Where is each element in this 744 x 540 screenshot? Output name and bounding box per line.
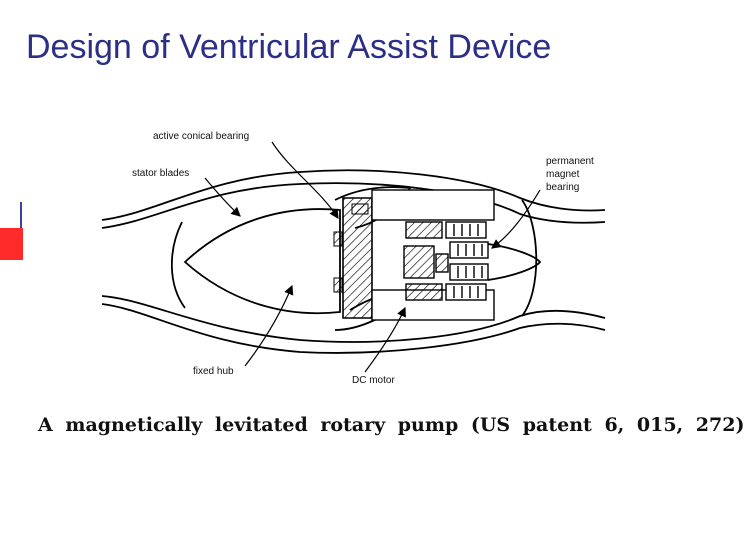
fixed-hub (183, 208, 341, 315)
rotor-tail-cone (487, 243, 542, 281)
bearing-coil-top (351, 203, 369, 215)
bearing-coil-left-top (333, 231, 343, 247)
label-active-conical-bearing: active conical bearing (153, 131, 249, 142)
label-permanent: permanent (546, 156, 594, 167)
pump-diagram: active conical bearing stator blades per… (101, 131, 606, 386)
left-accent-line (20, 202, 22, 228)
label-stator-blades: stator blades (132, 168, 189, 179)
label-dc-motor: DC motor (352, 375, 395, 386)
bearing-coil-left-bottom (333, 277, 343, 293)
label-magnet: magnet (546, 169, 580, 180)
diagram-caption: A magnetically levitated rotary pump (US… (38, 414, 744, 436)
slide-title: Design of Ventricular Assist Device (26, 28, 552, 66)
diagram-labels: active conical bearing stator blades per… (132, 131, 594, 386)
dc-motor (371, 189, 495, 321)
label-bearing: bearing (546, 182, 579, 193)
leader-lines (204, 141, 541, 373)
label-fixed-hub: fixed hub (193, 366, 234, 377)
left-accent-bar (0, 228, 23, 260)
conical-bearing (342, 197, 373, 319)
slide: Design of Ventricular Assist Device (0, 28, 744, 436)
